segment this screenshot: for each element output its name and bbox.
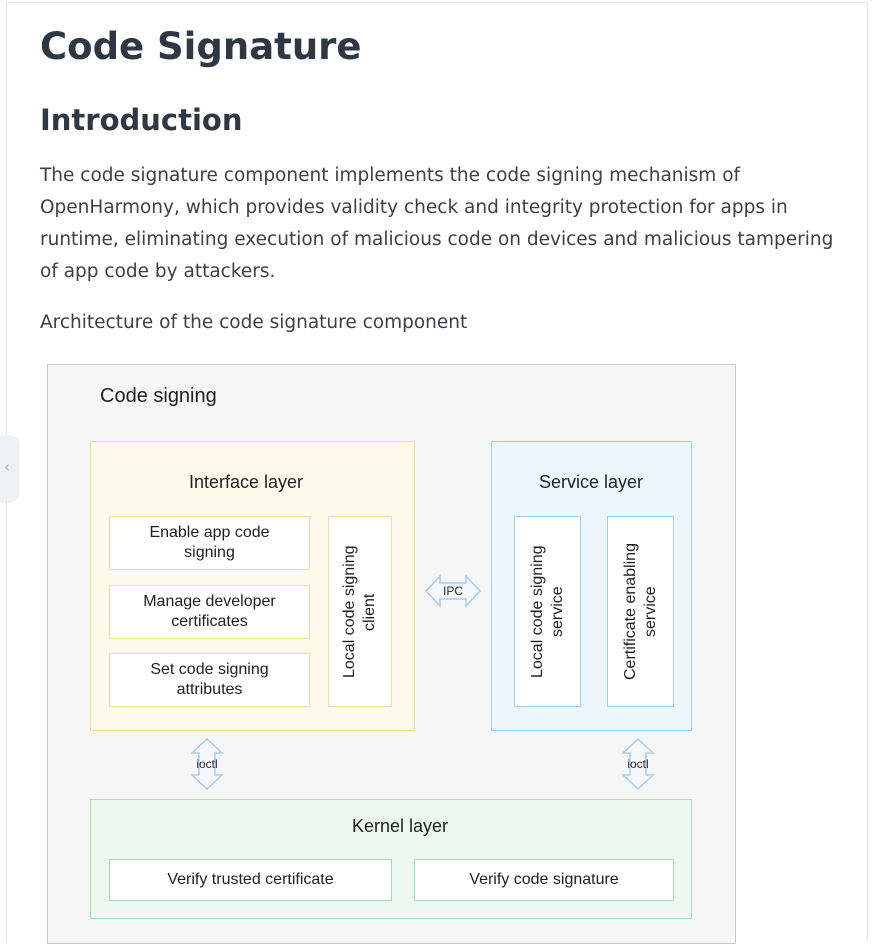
chevron-left-icon: ‹ — [4, 458, 10, 476]
ioctl-label-right: ioctl — [627, 757, 649, 771]
architecture-caption: Architecture of the code signature compo… — [40, 312, 468, 333]
kernel-layer-title: Kernel layer — [351, 816, 449, 836]
enable-app-code-signing-box: Enable app code signing — [109, 516, 310, 570]
page-title: Code Signature — [40, 25, 362, 68]
ioctl-arrow-right: ioctl — [621, 737, 655, 791]
section-heading-introduction: Introduction — [40, 103, 243, 137]
local-code-signing-client-box: Local code signing client — [328, 516, 392, 707]
service-layer: Service layer Local code signing service… — [491, 441, 692, 731]
ipc-label: IPC — [442, 584, 463, 598]
ioctl-arrow-left: ioctl — [190, 737, 224, 791]
architecture-diagram: Code signing Interface layer Enable app … — [47, 364, 736, 944]
local-code-signing-client-label: Local code signing client — [341, 545, 378, 678]
diagram-title: Code signing — [100, 385, 217, 407]
kernel-layer: Kernel layer Verify trusted certificate … — [90, 799, 692, 919]
intro-paragraph: The code signature component implements … — [40, 165, 834, 282]
ipc-arrow: IPC — [424, 573, 482, 609]
verify-code-signature-box: Verify code signature — [414, 859, 674, 901]
certificate-enabling-service-label: Certificate enabling service — [621, 543, 659, 680]
verify-trusted-certificate-box: Verify trusted certificate — [109, 859, 392, 901]
set-code-signing-attributes-box: Set code signing attributes — [109, 653, 310, 707]
interface-layer: Interface layer Enable app code signing … — [90, 441, 415, 731]
sidebar-collapse-toggle[interactable]: ‹ — [0, 436, 19, 502]
certificate-enabling-service-box: Certificate enabling service — [607, 516, 674, 707]
local-code-signing-service-label: Local code signing service — [528, 545, 566, 678]
manage-developer-certificates-box: Manage developer certificates — [109, 585, 310, 639]
interface-layer-title: Interface layer — [188, 472, 304, 492]
ioctl-label-left: ioctl — [196, 757, 218, 771]
service-layer-title: Service layer — [538, 472, 644, 492]
local-code-signing-service-box: Local code signing service — [514, 516, 581, 707]
